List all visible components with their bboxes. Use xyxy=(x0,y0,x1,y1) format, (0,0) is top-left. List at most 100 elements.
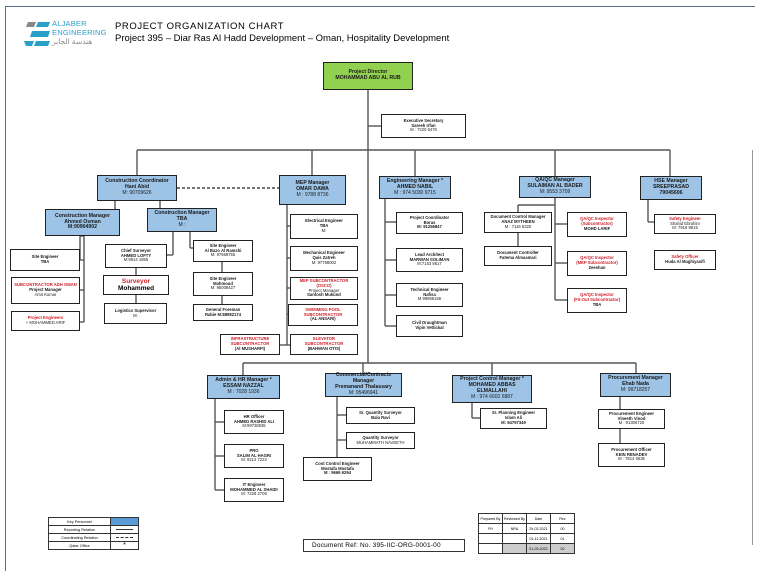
org-box-text: M: 99718257 xyxy=(620,387,651,394)
logo-mark-icon xyxy=(24,22,50,46)
org-box-text: SULAIMAN AL BADER xyxy=(527,183,583,190)
org-box-text: M : 974 5030 9715 xyxy=(394,189,436,196)
rev-cell xyxy=(478,543,503,554)
page-frame xyxy=(5,6,755,571)
org-box-qaqc-inspector-fitout: QA/QC Inspector(Fit-Out Subcontractor)TB… xyxy=(567,288,627,313)
org-box-text: Safety Engineer xyxy=(669,215,701,221)
org-box-project-engineers: Project Engineers+ MOHAMMED ARIF xyxy=(11,311,80,331)
org-box-text: Procurement Engineer xyxy=(609,410,654,416)
org-box-text: MEP SUBCONTRACTOR xyxy=(299,277,349,283)
org-box-text: Construction Coordinator xyxy=(105,178,169,185)
org-box-text: Project Engineers xyxy=(27,315,64,321)
org-box-text: M: xyxy=(321,227,327,233)
org-box-text: SUBCONTRACTOR xyxy=(303,311,343,317)
org-box-text: M : 91306720 xyxy=(618,420,645,426)
org-box-text: Qais Zatreh xyxy=(312,255,336,261)
org-box-text: TBA xyxy=(319,223,329,229)
org-box-text: MOHD LARIF xyxy=(583,225,611,231)
org-box-text: Fatema Almaamari xyxy=(499,255,537,260)
org-box-text: (MEP Subcontractor) xyxy=(576,260,618,266)
org-box-text: M: 95496941 xyxy=(348,390,379,397)
org-box-text: M 99956166 xyxy=(417,296,442,302)
org-box-text: M: xyxy=(133,312,138,318)
org-box-text: M : xyxy=(178,222,186,229)
org-box-text: Cost Control Engineer xyxy=(315,460,360,466)
org-box-text: Project Manager xyxy=(29,287,62,293)
logo-line1: ALJABER xyxy=(52,19,87,28)
org-box-text: M: 97566755 xyxy=(210,252,236,258)
org-box-text: Safety Officer xyxy=(671,254,699,260)
org-box-text: Mohammed xyxy=(117,285,155,292)
rev-cell xyxy=(502,533,527,544)
org-box-text: QA/QC Inspector xyxy=(580,216,614,222)
rev-cell xyxy=(502,543,527,554)
org-box-qaqc-inspector-mep: QA/QC Inspector(MEP Subcontractor)Zeesha… xyxy=(567,251,627,276)
org-box-text: Lead Architect xyxy=(415,251,444,257)
org-box-text: MOHAMMAD ABU AL RUB xyxy=(335,75,401,81)
org-box-text: M : 7814 0535 xyxy=(618,456,645,462)
org-box-text: Surveyor xyxy=(121,277,151,285)
org-box-text: M : 9669 6294 xyxy=(323,470,351,476)
legend-qatar-mark: * xyxy=(110,541,139,550)
org-box-text: General Foreman xyxy=(205,306,241,312)
rev-cell: 01 xyxy=(550,533,575,544)
rev-header: Rev xyxy=(550,513,575,524)
org-box-text: Engineering Manager * xyxy=(386,177,444,184)
org-box-text: + MOHAMMED ARIF xyxy=(25,320,66,325)
org-box-text: M: 7228 2708 xyxy=(241,491,267,497)
legend-key-swatch xyxy=(110,517,139,526)
org-box-text: M:9914 1856 xyxy=(123,257,149,263)
rev-cell: 29-02-2021 xyxy=(526,523,551,534)
rev-cell: 00 xyxy=(550,523,575,534)
org-box-text: M:99728835 xyxy=(242,423,266,429)
org-box-text: ELMALLAHI xyxy=(477,388,507,395)
org-box-text: PRO xyxy=(249,447,259,453)
org-box-text: M: 9212 7222 xyxy=(241,457,267,463)
legend-coordinating-line xyxy=(110,533,139,542)
org-box-text: (Al MUSHARFI) xyxy=(234,345,266,351)
rev-header: Prepared By xyxy=(478,513,503,524)
logo-line2: ENGINEERING xyxy=(52,28,107,37)
rev-cell: 02 xyxy=(550,543,575,554)
org-box-text: Ehab Nada xyxy=(622,381,649,388)
org-box-text: Sareeh Irfan xyxy=(411,122,436,128)
org-box-text: Logistics Supervisor xyxy=(114,307,157,313)
org-box-text: MOHAMED ABBAS xyxy=(468,382,516,389)
rev-header: Date xyxy=(526,513,551,524)
org-box-text: Vineeth Vinod xyxy=(617,415,646,421)
org-box-text: M : 7220 6476 xyxy=(410,127,437,133)
org-box-text: Premanand Thalassary xyxy=(335,384,392,391)
org-box-text: QA/QC Manager xyxy=(535,177,575,184)
org-box-text: MUHAMMATH NAVEETH xyxy=(356,439,405,445)
org-box-text: ESSAM NAZZAL xyxy=(223,383,264,390)
org-box-text: M: 97758002 xyxy=(311,259,337,265)
org-box-text: QA/QC Inspector xyxy=(580,255,614,261)
org-box-text: Project Coordinator xyxy=(409,214,450,220)
logo-arabic: هندسة الجابر xyxy=(52,37,93,46)
document-reference: Document Ref: No. 395-IIC-ORG-0001-00 xyxy=(303,539,465,552)
org-box-text: M: 91256847 xyxy=(417,224,442,230)
org-box-text: Site Engineer xyxy=(31,254,59,260)
org-box-text: M : 974 6602 6887 xyxy=(471,394,513,401)
org-box-text: Sr. Quantity Surveyor xyxy=(359,409,402,415)
